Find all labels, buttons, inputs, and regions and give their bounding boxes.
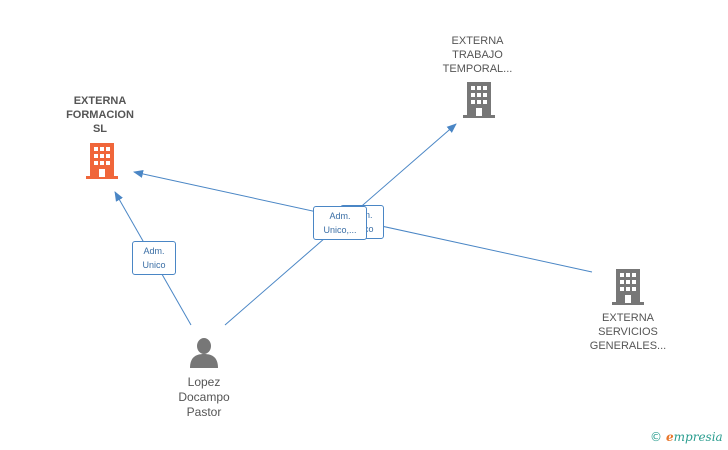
building-icon-trabajo[interactable] — [463, 82, 495, 118]
building-icon-formacion[interactable] — [86, 143, 118, 179]
servicios-label-line-1: EXTERNA — [602, 312, 654, 324]
role-box-left[interactable]: Adm. Unico — [132, 241, 176, 275]
trabajo-label-line-1: EXTERNA — [451, 35, 504, 47]
trabajo-label-line-2: TRABAJO — [452, 49, 503, 61]
copyright-symbol: © — [650, 430, 662, 444]
brand-logo: © empresia — [650, 430, 723, 444]
servicios-label-line-2: SERVICIOS — [598, 326, 658, 338]
role-center-front-line-1: Adm. — [329, 211, 351, 221]
person-label-line-1: Lopez — [187, 375, 221, 389]
person-label-line-2: Docampo — [178, 390, 230, 404]
node-label-trabajo: EXTERNA TRABAJO TEMPORAL... — [430, 34, 525, 76]
brand-name: mpresia — [673, 430, 723, 444]
building-icon-servicios[interactable] — [612, 269, 644, 305]
role-left-line-1: Adm. — [143, 246, 165, 256]
role-box-center-front[interactable]: Adm. Unico,... — [313, 206, 367, 240]
formacion-label-line-2: FORMACION — [66, 109, 134, 121]
brand-initial: e — [666, 430, 674, 444]
node-label-formacion: EXTERNA FORMACION SL — [55, 94, 145, 136]
person-icon[interactable] — [190, 338, 218, 368]
node-label-servicios: EXTERNA SERVICIOS GENERALES... — [578, 311, 678, 353]
servicios-label-line-3: GENERALES... — [589, 340, 667, 352]
formacion-label-line-1: EXTERNA — [73, 95, 127, 107]
formacion-label-line-3: SL — [92, 123, 108, 135]
trabajo-label-line-3: TEMPORAL... — [442, 63, 513, 75]
role-left-line-2: Unico — [142, 260, 166, 270]
role-center-front-line-2: Unico,... — [323, 225, 357, 235]
person-label-line-3: Pastor — [186, 405, 222, 419]
node-label-person: Lopez Docampo Pastor — [160, 375, 248, 420]
